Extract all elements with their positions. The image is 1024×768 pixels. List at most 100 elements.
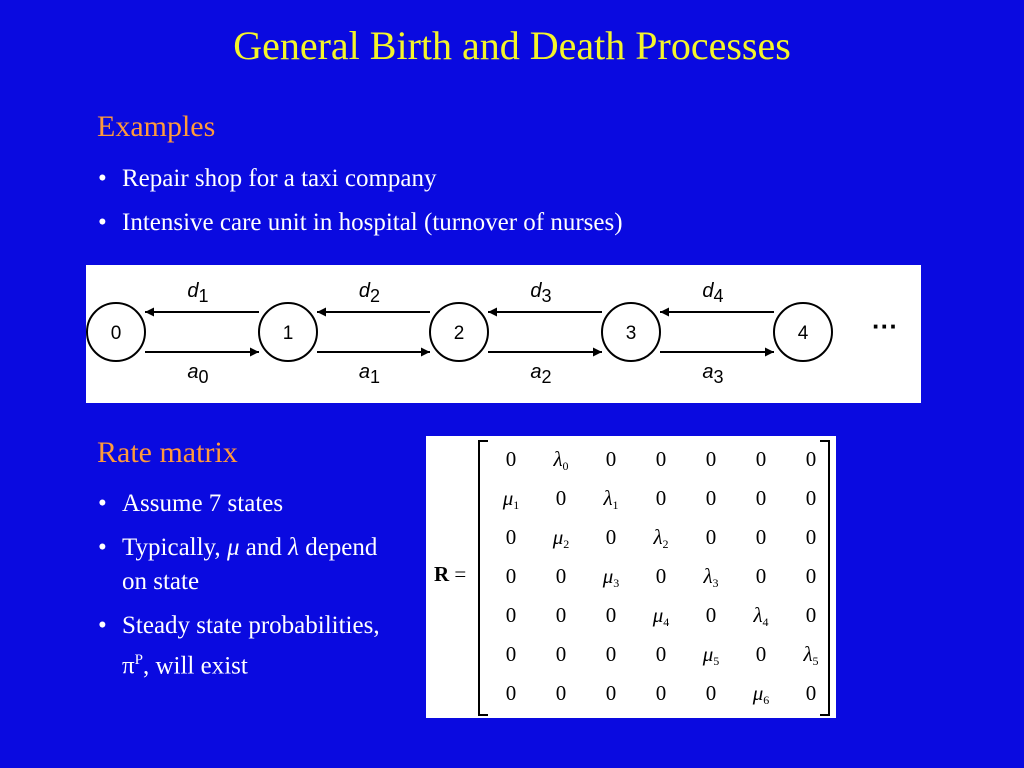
matrix-cell: 0 [805, 603, 817, 627]
matrix-cell: 0 [505, 447, 517, 471]
matrix-cell: 0 [555, 564, 567, 588]
state-label: 4 [798, 323, 809, 344]
matrix-cell: 0 [755, 642, 767, 666]
matrix-cell: 0 [705, 525, 717, 549]
state-nodes: 0 1 2 3 4 [86, 302, 833, 362]
matrix-cell: 0 [705, 681, 717, 705]
matrix-symbol: R [434, 562, 450, 586]
matrix-cell: μ5 [702, 642, 720, 668]
matrix-cell: 0 [655, 642, 667, 666]
matrix-cell: 0 [705, 603, 717, 627]
state-node-2: 2 [429, 302, 489, 362]
text: depend on state [122, 534, 378, 595]
list-item: Intensive care unit in hospital (turnove… [96, 206, 896, 240]
matrix-cell: 0 [805, 681, 817, 705]
matrix-cell: μ1 [502, 486, 520, 512]
matrix-cell: 0 [605, 681, 617, 705]
examples-list: Repair shop for a taxi company Intensive… [96, 162, 896, 240]
state-node-0: 0 [86, 302, 146, 362]
matrix-cell: 0 [505, 603, 517, 627]
matrix-cell: 0 [755, 447, 767, 471]
matrix-row: 0 μ2 0 λ2 0 0 0 [486, 518, 836, 557]
matrix-cell: 0 [555, 642, 567, 666]
matrix-cell: μ3 [602, 564, 620, 590]
matrix-cell: 0 [805, 447, 817, 471]
matrix-cell: 0 [505, 642, 517, 666]
list-item: Assume 7 states [96, 487, 396, 521]
matrix-cell: λ0 [553, 447, 569, 473]
matrix-row: 0 0 0 μ4 0 λ4 0 [486, 596, 836, 635]
matrix-cell: 0 [605, 447, 617, 471]
state-label: 2 [454, 323, 465, 344]
ellipsis: ··· [872, 311, 898, 341]
state-label: 0 [111, 323, 122, 344]
matrix-cell: λ1 [603, 486, 619, 512]
right-bracket [820, 440, 830, 716]
matrix-cell: 0 [655, 564, 667, 588]
list-item: Repair shop for a taxi company [96, 162, 896, 196]
matrix-cell: μ2 [552, 525, 570, 551]
pi-symbol: π [122, 652, 135, 680]
left-bracket [478, 440, 488, 716]
matrix-row: 0 0 0 0 μ5 0 λ5 [486, 635, 836, 674]
state-label: 1 [283, 323, 294, 344]
death-rate-label: d4 [702, 280, 723, 306]
matrix-cell: 0 [805, 486, 817, 510]
matrix-cell: 0 [705, 447, 717, 471]
matrix-cell: 0 [805, 564, 817, 588]
matrix-cell: 0 [605, 525, 617, 549]
matrix-cell: λ2 [653, 525, 669, 551]
matrix-cell: 0 [555, 486, 567, 510]
text: and [239, 534, 289, 561]
matrix-cell: 0 [755, 486, 767, 510]
equals-sign: = [449, 562, 467, 586]
slide-title: General Birth and Death Processes [233, 23, 791, 68]
lambda-symbol: λ [288, 534, 299, 561]
matrix-cell: 0 [655, 486, 667, 510]
state-node-3: 3 [601, 302, 661, 362]
matrix-cell: 0 [605, 603, 617, 627]
matrix-cell: λ5 [803, 642, 819, 668]
birth-rate-label: a3 [702, 361, 723, 387]
matrix-cell: 0 [555, 681, 567, 705]
matrix-cell: 0 [505, 564, 517, 588]
matrix-cell: 0 [605, 642, 617, 666]
state-node-1: 1 [258, 302, 318, 362]
mu-symbol: μ [226, 534, 240, 561]
text: Steady state probabilities, [122, 612, 380, 639]
matrix-label: R = [434, 562, 466, 587]
matrix-cell: 0 [655, 447, 667, 471]
death-rate-label: d3 [530, 280, 551, 306]
death-rate-label: d1 [187, 280, 208, 306]
rate-matrix-list: Assume 7 states Typically, μ and λ depen… [96, 487, 396, 683]
list-item: Steady state probabilities, πP, will exi… [96, 609, 396, 683]
matrix-cell: 0 [505, 681, 517, 705]
matrix-cell: 0 [705, 486, 717, 510]
matrix-cell: 0 [505, 525, 517, 549]
matrix-cell: λ4 [753, 603, 769, 629]
matrix-cell: μ4 [652, 603, 670, 629]
rate-matrix: 0 λ0 0 0 0 0 0 μ1 0 λ1 0 0 0 0 0 μ2 0 λ2 0 0 0 0 0 μ3 0 λ3 0 0 0 0 0 μ4… [486, 440, 836, 713]
matrix-cell: 0 [805, 525, 817, 549]
matrix-row: 0 λ0 0 0 0 0 0 [486, 440, 836, 479]
birth-rate-label: a0 [187, 361, 208, 387]
superscript: P [134, 652, 143, 668]
text: , will exist [142, 652, 248, 680]
state-node-4: 4 [773, 302, 833, 362]
matrix-cell: λ3 [703, 564, 719, 590]
matrix-cell: 0 [655, 681, 667, 705]
birth-rate-label: a2 [530, 361, 551, 387]
list-item: Typically, μ and λ depend on state [96, 531, 396, 599]
examples-heading: Examples [97, 110, 216, 143]
state-label: 3 [626, 323, 637, 344]
birth-rate-label: a1 [359, 361, 380, 387]
matrix-cell: 0 [755, 525, 767, 549]
rate-matrix-heading: Rate matrix [97, 436, 238, 469]
matrix-cell: 0 [555, 603, 567, 627]
